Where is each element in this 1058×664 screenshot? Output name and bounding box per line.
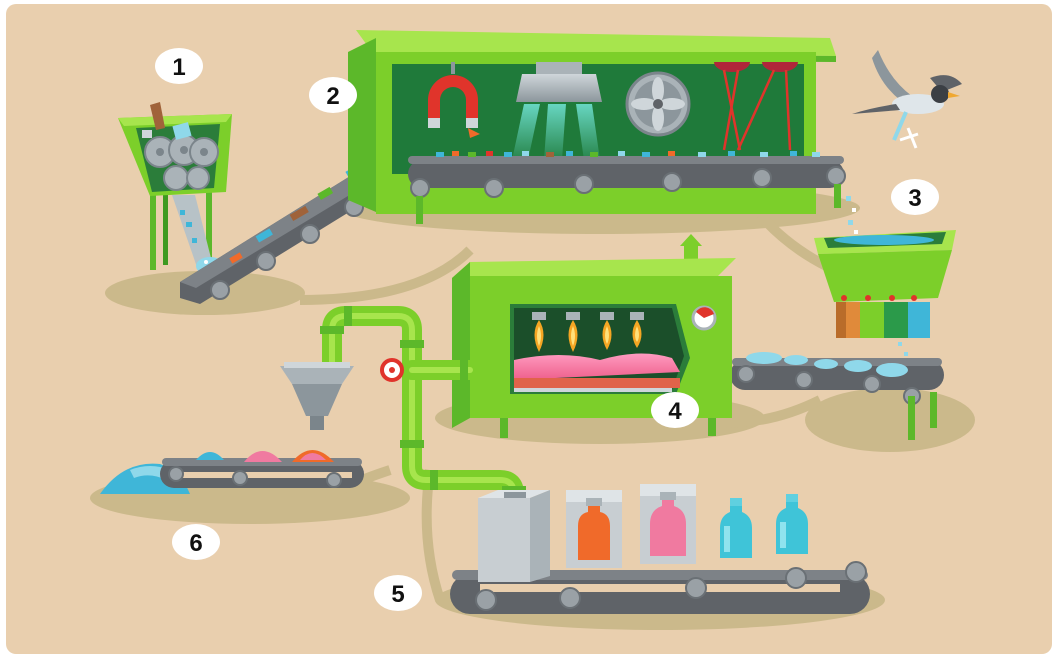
flames <box>532 312 644 352</box>
step-badge-6: 6 <box>172 524 220 560</box>
valve-icon <box>380 358 404 382</box>
step-badge-3: 3 <box>891 179 939 215</box>
flake-cone-icon <box>100 450 364 494</box>
step-badge-5: 5 <box>374 575 422 611</box>
pellet-conveyor <box>730 352 944 440</box>
bottle-molding-line-icon <box>450 484 870 614</box>
finished-bottles <box>720 494 808 558</box>
step-number-4: 4 <box>668 398 682 425</box>
step-number-5: 5 <box>391 581 404 608</box>
step-number-6: 6 <box>189 530 202 557</box>
step-number-2: 2 <box>326 83 339 110</box>
melting-furnace-icon <box>452 234 736 438</box>
sorting-machine-icon <box>348 30 846 224</box>
step-badge-1: 1 <box>155 48 203 84</box>
step-badge-2: 2 <box>309 77 357 113</box>
funnel-icon <box>280 362 354 430</box>
pellet-hopper-icon <box>814 230 956 356</box>
sorted-flakes <box>436 151 820 157</box>
step-badge-4: 4 <box>651 392 699 428</box>
optical-sensors <box>714 62 798 151</box>
bird-icon <box>852 50 962 149</box>
step-number-3: 3 <box>908 185 921 212</box>
falling-flakes <box>846 196 858 234</box>
shredder-hopper-icon <box>118 102 232 275</box>
step-number-1: 1 <box>172 54 185 81</box>
